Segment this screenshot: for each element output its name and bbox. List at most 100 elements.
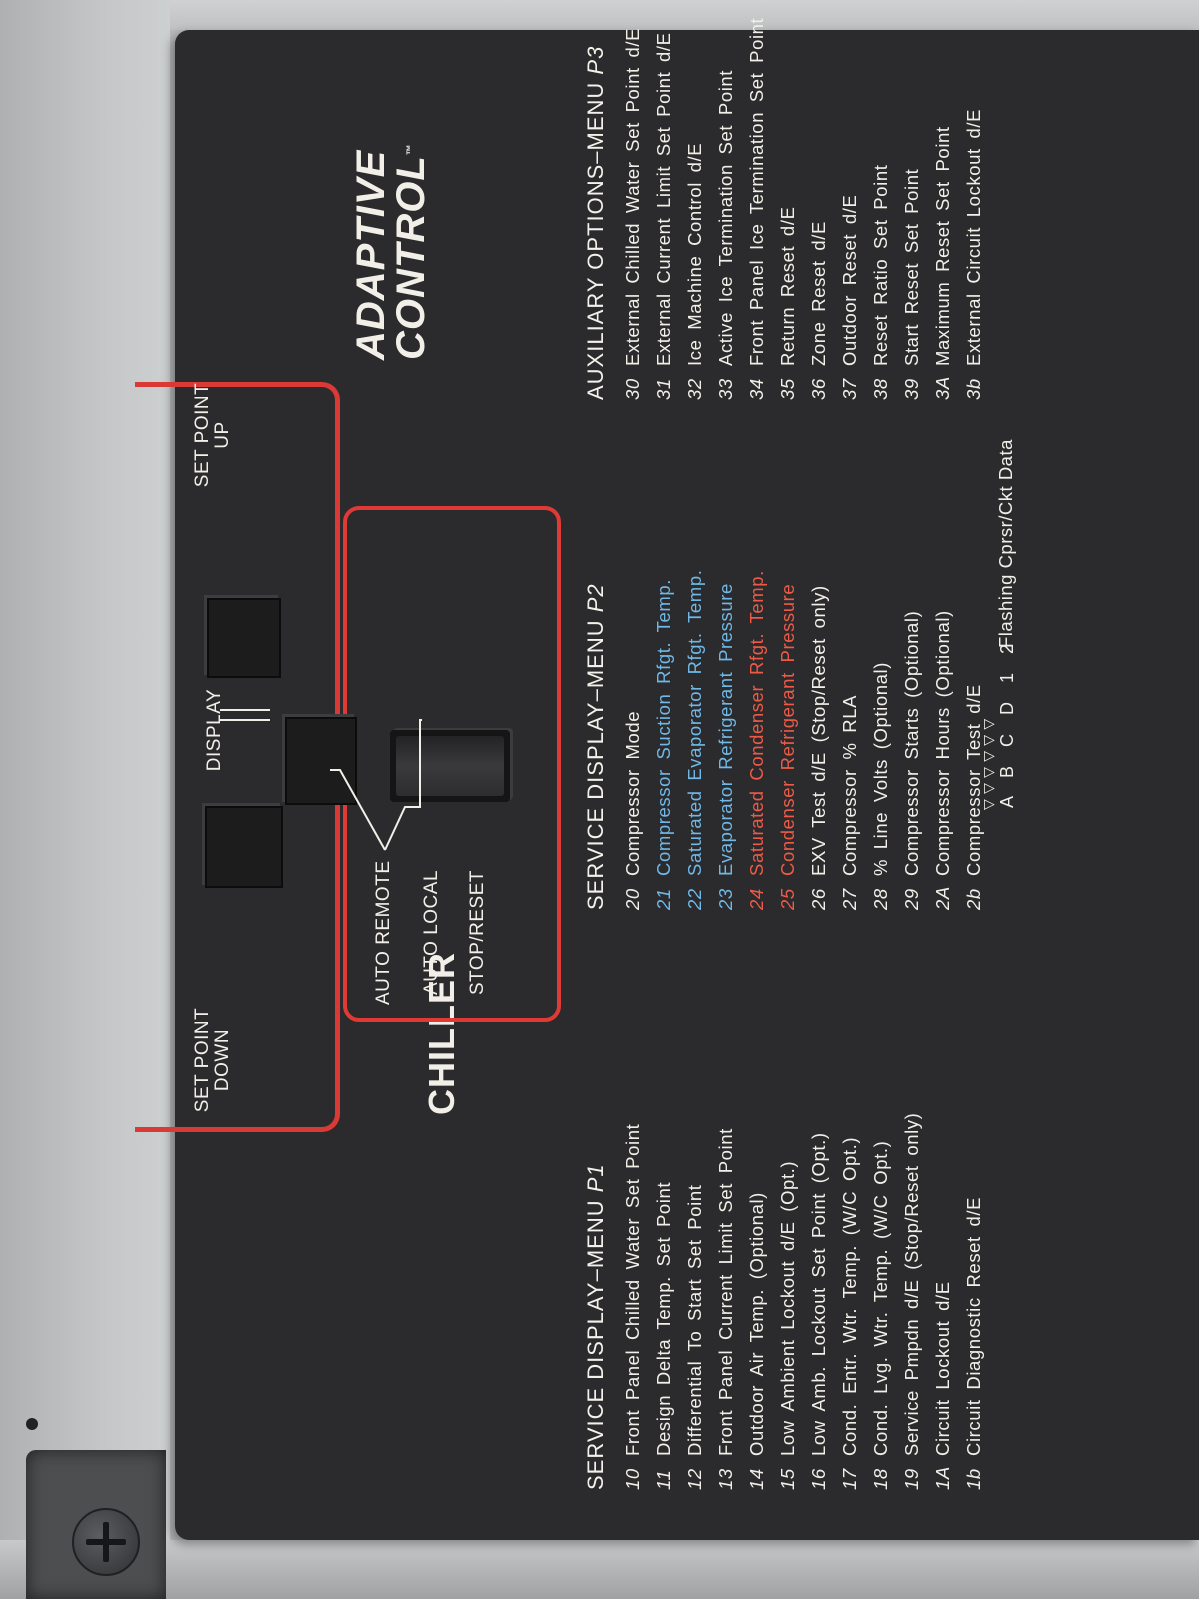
menu-item-code: 22	[684, 888, 705, 910]
menu-item-code: 1A	[932, 1466, 953, 1490]
menu-item-code: 29	[901, 888, 922, 910]
set-point-up-line1: SET POINT	[192, 382, 213, 488]
menu-item-code: 17	[839, 1468, 860, 1490]
menu-item-label: Low Ambient Lockout d/E (Opt.)	[777, 1160, 798, 1456]
menu-item-code: 10	[622, 1468, 643, 1490]
menu-item-code: 36	[808, 378, 829, 400]
set-point-up-label: SET POINT UP	[192, 345, 233, 525]
legend-letters: A B C D 1 2	[997, 636, 1017, 808]
brand-line2: CONTROL™	[389, 143, 433, 360]
menu-item-label: Saturated Condenser Rfgt. Temp.	[746, 570, 767, 876]
menu-item: 19 Service Pmpdn d/E (Stop/Reset only)	[896, 1113, 927, 1490]
set-point-down-label: SET POINT DOWN	[192, 990, 233, 1130]
menu-item: 35Return Reset d/E	[772, 18, 803, 400]
menu-item-label: EXV Test d/E (Stop/Reset only)	[808, 585, 829, 876]
mode-auto-local: AUTO LOCAL	[421, 869, 442, 995]
menu-item-code: 33	[715, 378, 736, 400]
menu-item-label: External Current Limit Set Point d/E	[653, 32, 674, 366]
menu-item-code: 28	[870, 888, 891, 910]
menu-item-code: 30	[622, 378, 643, 400]
menu-item: 37Outdoor Reset d/E	[834, 18, 865, 400]
menu-p2-suffix: P2	[583, 583, 608, 613]
menu-item: 13Front Panel Current Limit Set Point	[710, 1113, 741, 1490]
menu-item-code: 35	[777, 378, 798, 400]
menu-p3-title-text: AUXILIARY OPTIONS–MENU	[583, 81, 608, 400]
menu-item: 34Front Panel Ice Termination Set Point	[741, 18, 772, 400]
menu-item: 12Differential To Start Set Point	[679, 1113, 710, 1490]
menu-item: 30 External Chilled Water Set Point d/E	[617, 18, 648, 400]
menu-item-label: Compressor Starts (Optional)	[901, 610, 922, 876]
menu-item-code: 37	[839, 378, 860, 400]
menu-item-label: Maximum Reset Set Point	[932, 126, 953, 366]
menu-item-label: Condenser Refrigerant Pressure	[777, 583, 798, 876]
menu-item-label: Reset Ratio Set Point	[870, 164, 891, 366]
menu-item: 3A Maximum Reset Set Point	[927, 18, 958, 400]
menu-item-code: 15	[777, 1468, 798, 1490]
menu-item-label: Circuit Diagnostic Reset d/E	[963, 1196, 984, 1456]
menu-item-code: 1b	[963, 1468, 984, 1490]
mode-stop-reset: STOP/RESET	[467, 869, 488, 995]
menu-item: 36 Zone Reset d/E	[803, 18, 834, 400]
menu-item-code: 25	[777, 888, 798, 910]
menu-item: 1A Circuit Lockout d/E	[927, 1113, 958, 1490]
set-point-up-button[interactable]	[207, 598, 281, 678]
menu-item-code: 18	[870, 1468, 891, 1490]
menu-item-code: 21	[653, 888, 674, 910]
menu-item-code: 23	[715, 888, 736, 910]
menu-item-code: 16	[808, 1468, 829, 1490]
menu-item: 26EXV Test d/E (Stop/Reset only)	[803, 570, 834, 910]
menu-p3-title: AUXILIARY OPTIONS–MENU P3	[583, 46, 609, 400]
menu-p1-suffix: P1	[583, 1163, 608, 1193]
menu-item: 16 Low Amb. Lockout Set Point (Opt.)	[803, 1113, 834, 1490]
menu-item-code: 20	[622, 888, 643, 910]
menu-item-code: 12	[684, 1468, 705, 1490]
menu-item: 29 Compressor Starts (Optional)	[896, 570, 927, 910]
menu-item: 14Outdoor Air Temp. (Optional)	[741, 1113, 772, 1490]
menu-item-label: Circuit Lockout d/E	[932, 1281, 953, 1456]
trademark-symbol: ™	[405, 143, 417, 156]
menu-item-code: 3A	[932, 376, 953, 400]
menu-item-code: 27	[839, 888, 860, 910]
mode-auto-remote: AUTO REMOTE	[373, 860, 394, 1006]
menu-item-code: 39	[901, 378, 922, 400]
menu-item: 21Compressor Suction Rfgt. Temp.	[648, 570, 679, 910]
menu-p1-title: SERVICE DISPLAY–MENU P1	[583, 1163, 609, 1490]
menu-item-label: Service Pmpdn d/E (Stop/Reset only)	[901, 1112, 922, 1456]
brand-logo: ADAPTIVE CONTROL™	[349, 143, 433, 360]
panel-overlay: SERVICE DISPLAY–MENU P1 10Front Panel Ch…	[135, 18, 1199, 1540]
set-point-up-line2: UP	[212, 421, 233, 449]
menu-item-label: Compressor % RLA	[839, 694, 860, 876]
menu-item: 17 Cond. Entr. Wtr. Temp. (W/C Opt.)	[834, 1113, 865, 1490]
menu-item-code: 19	[901, 1468, 922, 1490]
menu-item: 1b Circuit Diagnostic Reset d/E	[958, 1113, 989, 1490]
menu-item-label: Low Amb. Lockout Set Point (Opt.)	[808, 1132, 829, 1456]
wall-background-bottom	[0, 1540, 1199, 1599]
menu-item-label: Active Ice Termination Set Point	[715, 69, 736, 366]
brand-line1: ADAPTIVE	[349, 149, 393, 360]
legend-text: Flashing Cprsr/Ckt Data	[995, 439, 1016, 648]
menu-item: 3bExternal Circuit Lockout d/E	[958, 18, 989, 400]
menu-item: 39 Start Reset Set Point	[896, 18, 927, 400]
menu-item-code: 38	[870, 378, 891, 400]
menu-item: 28% Line Volts (Optional)	[865, 570, 896, 910]
menu-item-code: 11	[653, 1469, 674, 1490]
menu-item: 18Cond. Lvg. Wtr. Temp. (W/C Opt.)	[865, 1113, 896, 1490]
menu-item: 23Evaporator Refrigerant Pressure	[710, 570, 741, 910]
menu-item-label: Design Delta Temp. Set Point	[653, 1181, 674, 1456]
menu-item-label: External Chilled Water Set Point d/E	[622, 27, 643, 366]
menu-item-label: Compressor Mode	[622, 710, 643, 876]
menu-item-code: 32	[684, 378, 705, 400]
menu-item-label: Cond. Entr. Wtr. Temp. (W/C Opt.)	[839, 1136, 860, 1456]
menu-item-label: Start Reset Set Point	[901, 168, 922, 366]
menu-item: 10Front Panel Chilled Water Set Point	[617, 1113, 648, 1490]
menu-item: 20 Compressor Mode	[617, 570, 648, 910]
menu-item: 33 Active Ice Termination Set Point	[710, 18, 741, 400]
menu-item: 25 Condenser Refrigerant Pressure	[772, 570, 803, 910]
menu-item: 27 Compressor % RLA	[834, 570, 865, 910]
wall-background-top	[0, 0, 1199, 30]
menu-item-label: Zone Reset d/E	[808, 221, 829, 366]
set-point-down-line2: DOWN	[212, 1028, 233, 1092]
menu-item-code: 13	[715, 1468, 736, 1490]
menu-item: 38 Reset Ratio Set Point	[865, 18, 896, 400]
